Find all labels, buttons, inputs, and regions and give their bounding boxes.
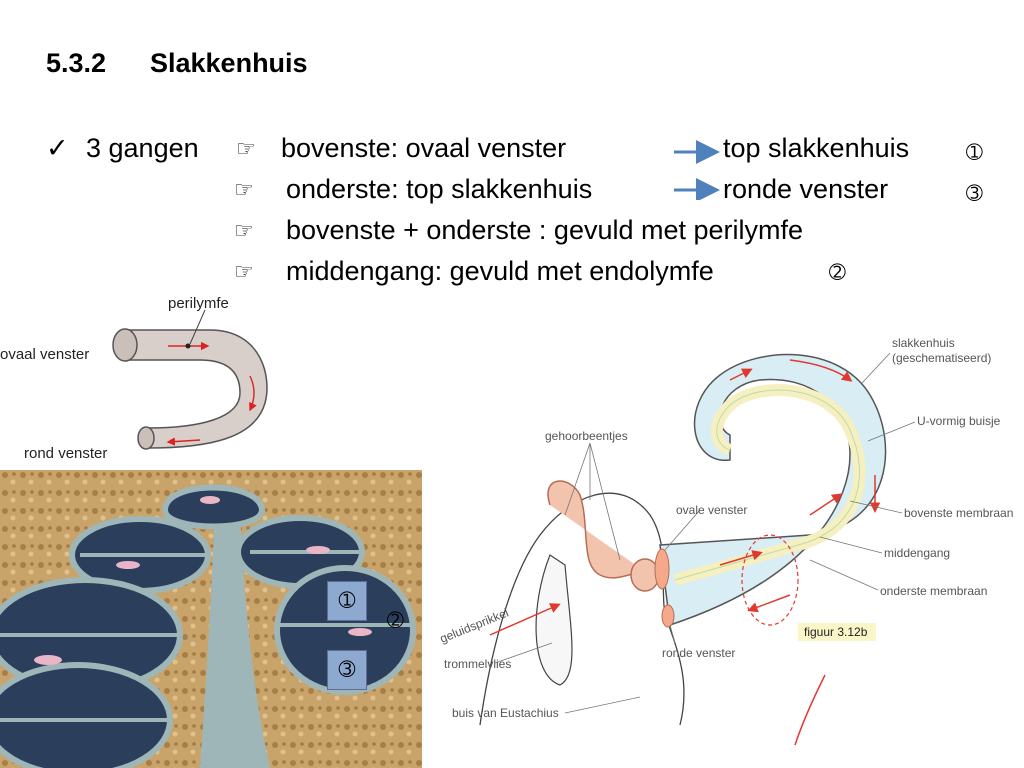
row2-right: ronde venster (723, 174, 889, 204)
label-middengang: middengang (884, 546, 950, 560)
label-ronde-venster: ronde venster (662, 646, 735, 660)
label-ovale-venster: ovale venster (676, 503, 747, 517)
row3-left: bovenste + onderste : gevuld met perilym… (286, 215, 804, 245)
pointing-hand-icon: ☞ (234, 259, 254, 284)
row4-marker: ➁ (829, 262, 846, 284)
ear-diagram: slakkenhuis (geschematiseerd) U-vormig b… (438, 336, 1013, 746)
page-title: 5.3.2 Slakkenhuis (46, 48, 308, 79)
check-icon: ✓ (46, 133, 69, 163)
row1-right: top slakkenhuis (723, 133, 910, 163)
box-gang-1: ➀ (327, 581, 367, 621)
pointing-hand-icon: ☞ (234, 218, 254, 243)
label-bovenste-membraan: bovenste membraan (904, 506, 1013, 520)
label-gehoorbeentjes: gehoorbeentjes (545, 429, 628, 443)
label-rond-venster: rond venster (24, 445, 107, 462)
label-slakkenhuis: slakkenhuis (892, 336, 955, 350)
label-buis-van-eustachius: buis van Eustachius (452, 706, 559, 720)
label-onderste-membraan: onderste membraan (880, 584, 987, 598)
label-u-vormig-buisje: U-vormig buisje (917, 414, 1001, 428)
box-gang-2: ➁ (387, 610, 404, 632)
row1-marker: ➀ (966, 142, 983, 164)
row4-left: middengang: gevuld met endolymfe (286, 256, 714, 286)
bullet-lead: 3 gangen (86, 133, 199, 163)
row2-marker: ➂ (966, 183, 983, 205)
label-geluidsprikkel: geluidsprikkel (438, 606, 511, 646)
section-title: Slakkenhuis (150, 48, 308, 78)
label-ovaal-venster: ovaal venster (0, 346, 89, 363)
label-perilymfe: perilymfe (168, 295, 229, 312)
row2-left: onderste: top slakkenhuis (286, 174, 593, 204)
pointing-hand-icon: ☞ (236, 136, 256, 161)
label-trommelvlies: trommelvlies (444, 657, 511, 671)
row1-left: bovenste: ovaal venster (281, 133, 567, 163)
arrow-graphics (674, 140, 720, 200)
label-geschematiseerd: (geschematiseerd) (892, 351, 991, 365)
box-gang-3: ➂ (327, 650, 367, 690)
label-figuur: figuur 3.12b (804, 625, 868, 639)
tube-diagram: perilymfe ovaal venster rond venster (0, 295, 268, 462)
pointing-hand-icon: ☞ (234, 177, 254, 202)
cochlea-cross-section (0, 470, 422, 768)
section-number: 5.3.2 (46, 48, 107, 78)
